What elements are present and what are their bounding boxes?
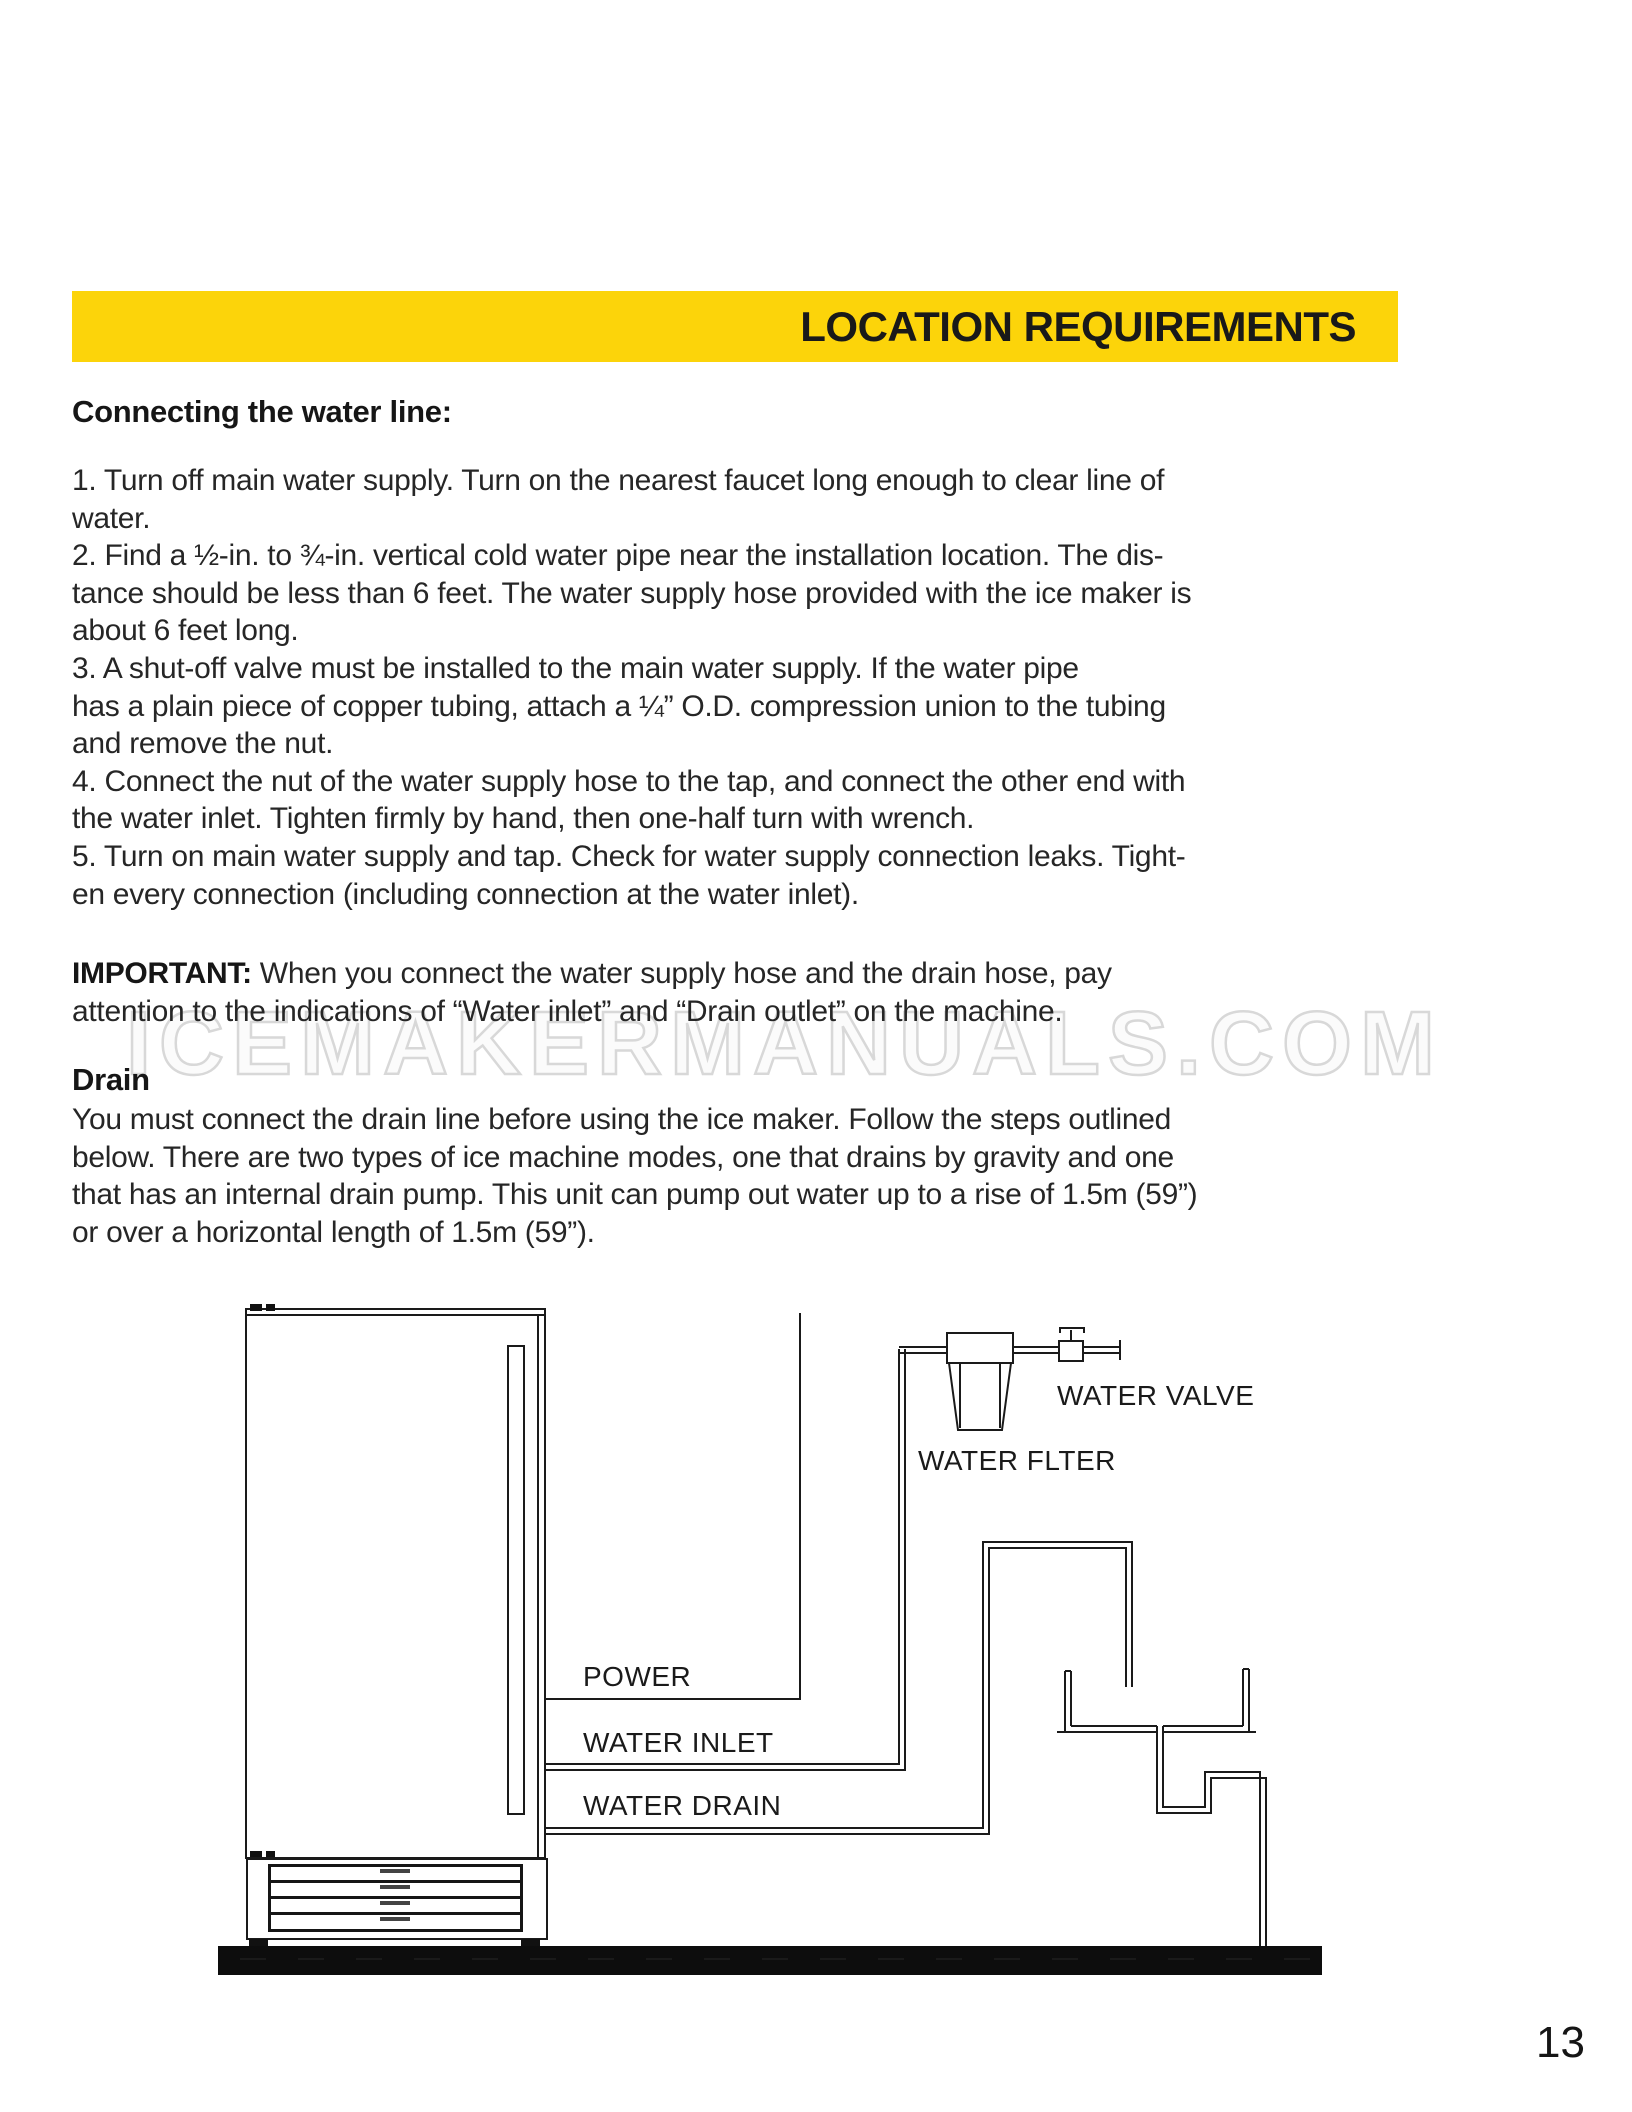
unit-foot <box>521 1939 540 1947</box>
instruction-line: 4. Connect the nut of the water supply h… <box>72 764 1186 798</box>
instruction-line: 3. A shut-off valve must be installed to… <box>72 651 1079 685</box>
water-valve-label: WATER VALVE <box>1057 1380 1255 1411</box>
page-number: 13 <box>1536 2018 1585 2067</box>
instruction-line: 2. Find a ½-in. to ¾-in. vertical cold w… <box>72 539 1164 573</box>
important-line1-text: When you connect the water supply hose a… <box>251 957 1112 990</box>
drain-standpipe <box>1057 1668 1256 1733</box>
hinge-mark <box>250 1851 262 1857</box>
instruction-line: en every connection (including connectio… <box>72 877 859 911</box>
instruction-line: the water inlet. Tighten firmly by hand,… <box>72 802 975 836</box>
connecting-water-line-heading: Connecting the water line: <box>72 394 452 429</box>
water-valve-shape <box>1058 1327 1085 1362</box>
water-filter-shape <box>946 1332 1014 1431</box>
drain-paragraph: You must connect the drain line before u… <box>72 1101 1198 1251</box>
instruction-line: and remove the nut. <box>72 727 334 761</box>
drain-line: below. There are two types of ice machin… <box>72 1140 1174 1174</box>
unit-foot <box>249 1939 268 1947</box>
water-drain-pipe <box>545 1541 1133 1835</box>
instruction-line: about 6 feet long. <box>72 614 299 648</box>
important-line: attention to the indications of “Water i… <box>72 994 1063 1028</box>
site-watermark: ICEMAKERMANUALS.COM <box>125 993 1443 1096</box>
drain-line: You must connect the drain line before u… <box>72 1103 1172 1136</box>
floor-line <box>218 1946 1322 1975</box>
ice-maker-outline <box>245 1304 546 1859</box>
drain-trap-pipe <box>1156 1726 1267 1946</box>
banner-title: LOCATION REQUIREMENTS <box>800 303 1356 350</box>
instruction-line: tance should be less than 6 feet. The wa… <box>72 576 1192 610</box>
water-inlet-pipe <box>545 1340 1121 1771</box>
water-drain-label: WATER DRAIN <box>583 1790 782 1821</box>
unit-base <box>246 1858 548 1947</box>
location-requirements-banner: LOCATION REQUIREMENTS <box>72 291 1398 362</box>
drain-heading: Drain <box>72 1062 150 1097</box>
instruction-line: has a plain piece of copper tubing, atta… <box>72 689 1166 723</box>
hinge-mark <box>266 1304 275 1311</box>
instruction-line: 1. Turn off main water supply. Turn on t… <box>72 464 1165 497</box>
power-label: POWER <box>583 1661 692 1692</box>
drain-line: or over a horizontal length of 1.5m (59”… <box>72 1215 595 1249</box>
important-note: IMPORTANT: When you connect the water su… <box>72 955 1112 1030</box>
instruction-line: water. <box>72 501 151 535</box>
important-label: IMPORTANT: <box>72 957 252 990</box>
watermark-text: ICEMAKERMANUALS.COM <box>126 994 1443 1094</box>
important-line: IMPORTANT: When you connect the water su… <box>72 955 1112 993</box>
door-handle <box>507 1345 525 1815</box>
drain-line: that has an internal drain pump. This un… <box>72 1178 1198 1212</box>
hinge-mark <box>266 1851 275 1857</box>
water-inlet-label: WATER INLET <box>583 1727 774 1758</box>
water-filter-label: WATER FLTER <box>918 1445 1116 1476</box>
hinge-mark <box>250 1304 262 1311</box>
instruction-line: 5. Turn on main water supply and tap. Ch… <box>72 839 1186 873</box>
water-line-instructions: 1. Turn off main water supply. Turn on t… <box>72 462 1192 913</box>
power-cord-line <box>545 1313 801 1700</box>
